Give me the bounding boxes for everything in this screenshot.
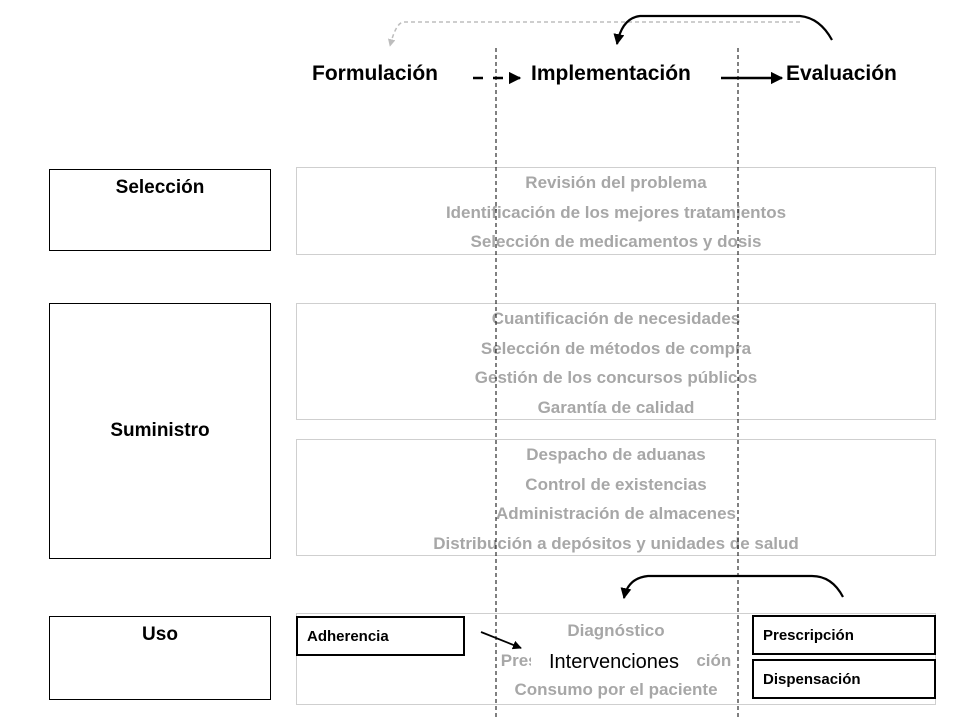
phase-evaluation: Evaluación [786,62,897,85]
panel-line: Cuantificación de necesidades [491,309,741,328]
top-curved-arrow [613,14,833,46]
dispensing-box: Dispensación [752,659,936,699]
panel-line: Distribución a depósitos y unidades de s… [433,533,799,553]
panel-selection: Revisión del problema Identificación de … [296,167,936,255]
panel-procurement: Cuantificación de necesidades Selección … [296,303,936,420]
category-supply-label: Suministro [110,420,210,441]
prescription-label: Prescripción [763,626,854,644]
panel-line: Consumo por el paciente [514,680,718,699]
panel-line: Garantía de calidad [537,397,695,417]
panel-line: Control de existencias [525,474,707,494]
dispensing-label: Dispensación [763,670,861,688]
prescription-box: Prescripción [752,615,936,655]
adherence-label: Adherencia [307,627,389,645]
panel-line: Despacho de aduanas [526,445,706,464]
category-selection: Selección [49,169,271,251]
use-curved-arrow [620,574,844,600]
panel-line: Gestión de los concursos públicos [474,368,758,387]
panel-line: Administración de almacenes [496,504,736,523]
panel-line: Identificación de los mejores tratamient… [445,202,787,222]
interventions-label: Intervenciones [531,644,697,680]
panel-line: Diagnóstico [567,621,665,640]
phase-formulation: Formulación [312,62,439,85]
dashed-feedback-arrow [388,21,800,47]
adherence-to-interventions-arrow [480,631,522,650]
adherence-box: Adherencia [296,616,465,656]
category-selection-label: Selección [115,177,205,198]
phase-implementation: Implementación [531,62,691,85]
panel-distribution: Despacho de aduanas Control de existenci… [296,439,936,556]
category-use-label: Uso [142,624,178,645]
category-use: Uso [49,616,271,700]
panel-line: Selección de métodos de compra [480,338,752,358]
category-supply: Suministro [49,303,271,559]
panel-line: Selección de medicamentos y dosis [470,232,762,251]
panel-line: Revisión del problema [525,173,707,192]
